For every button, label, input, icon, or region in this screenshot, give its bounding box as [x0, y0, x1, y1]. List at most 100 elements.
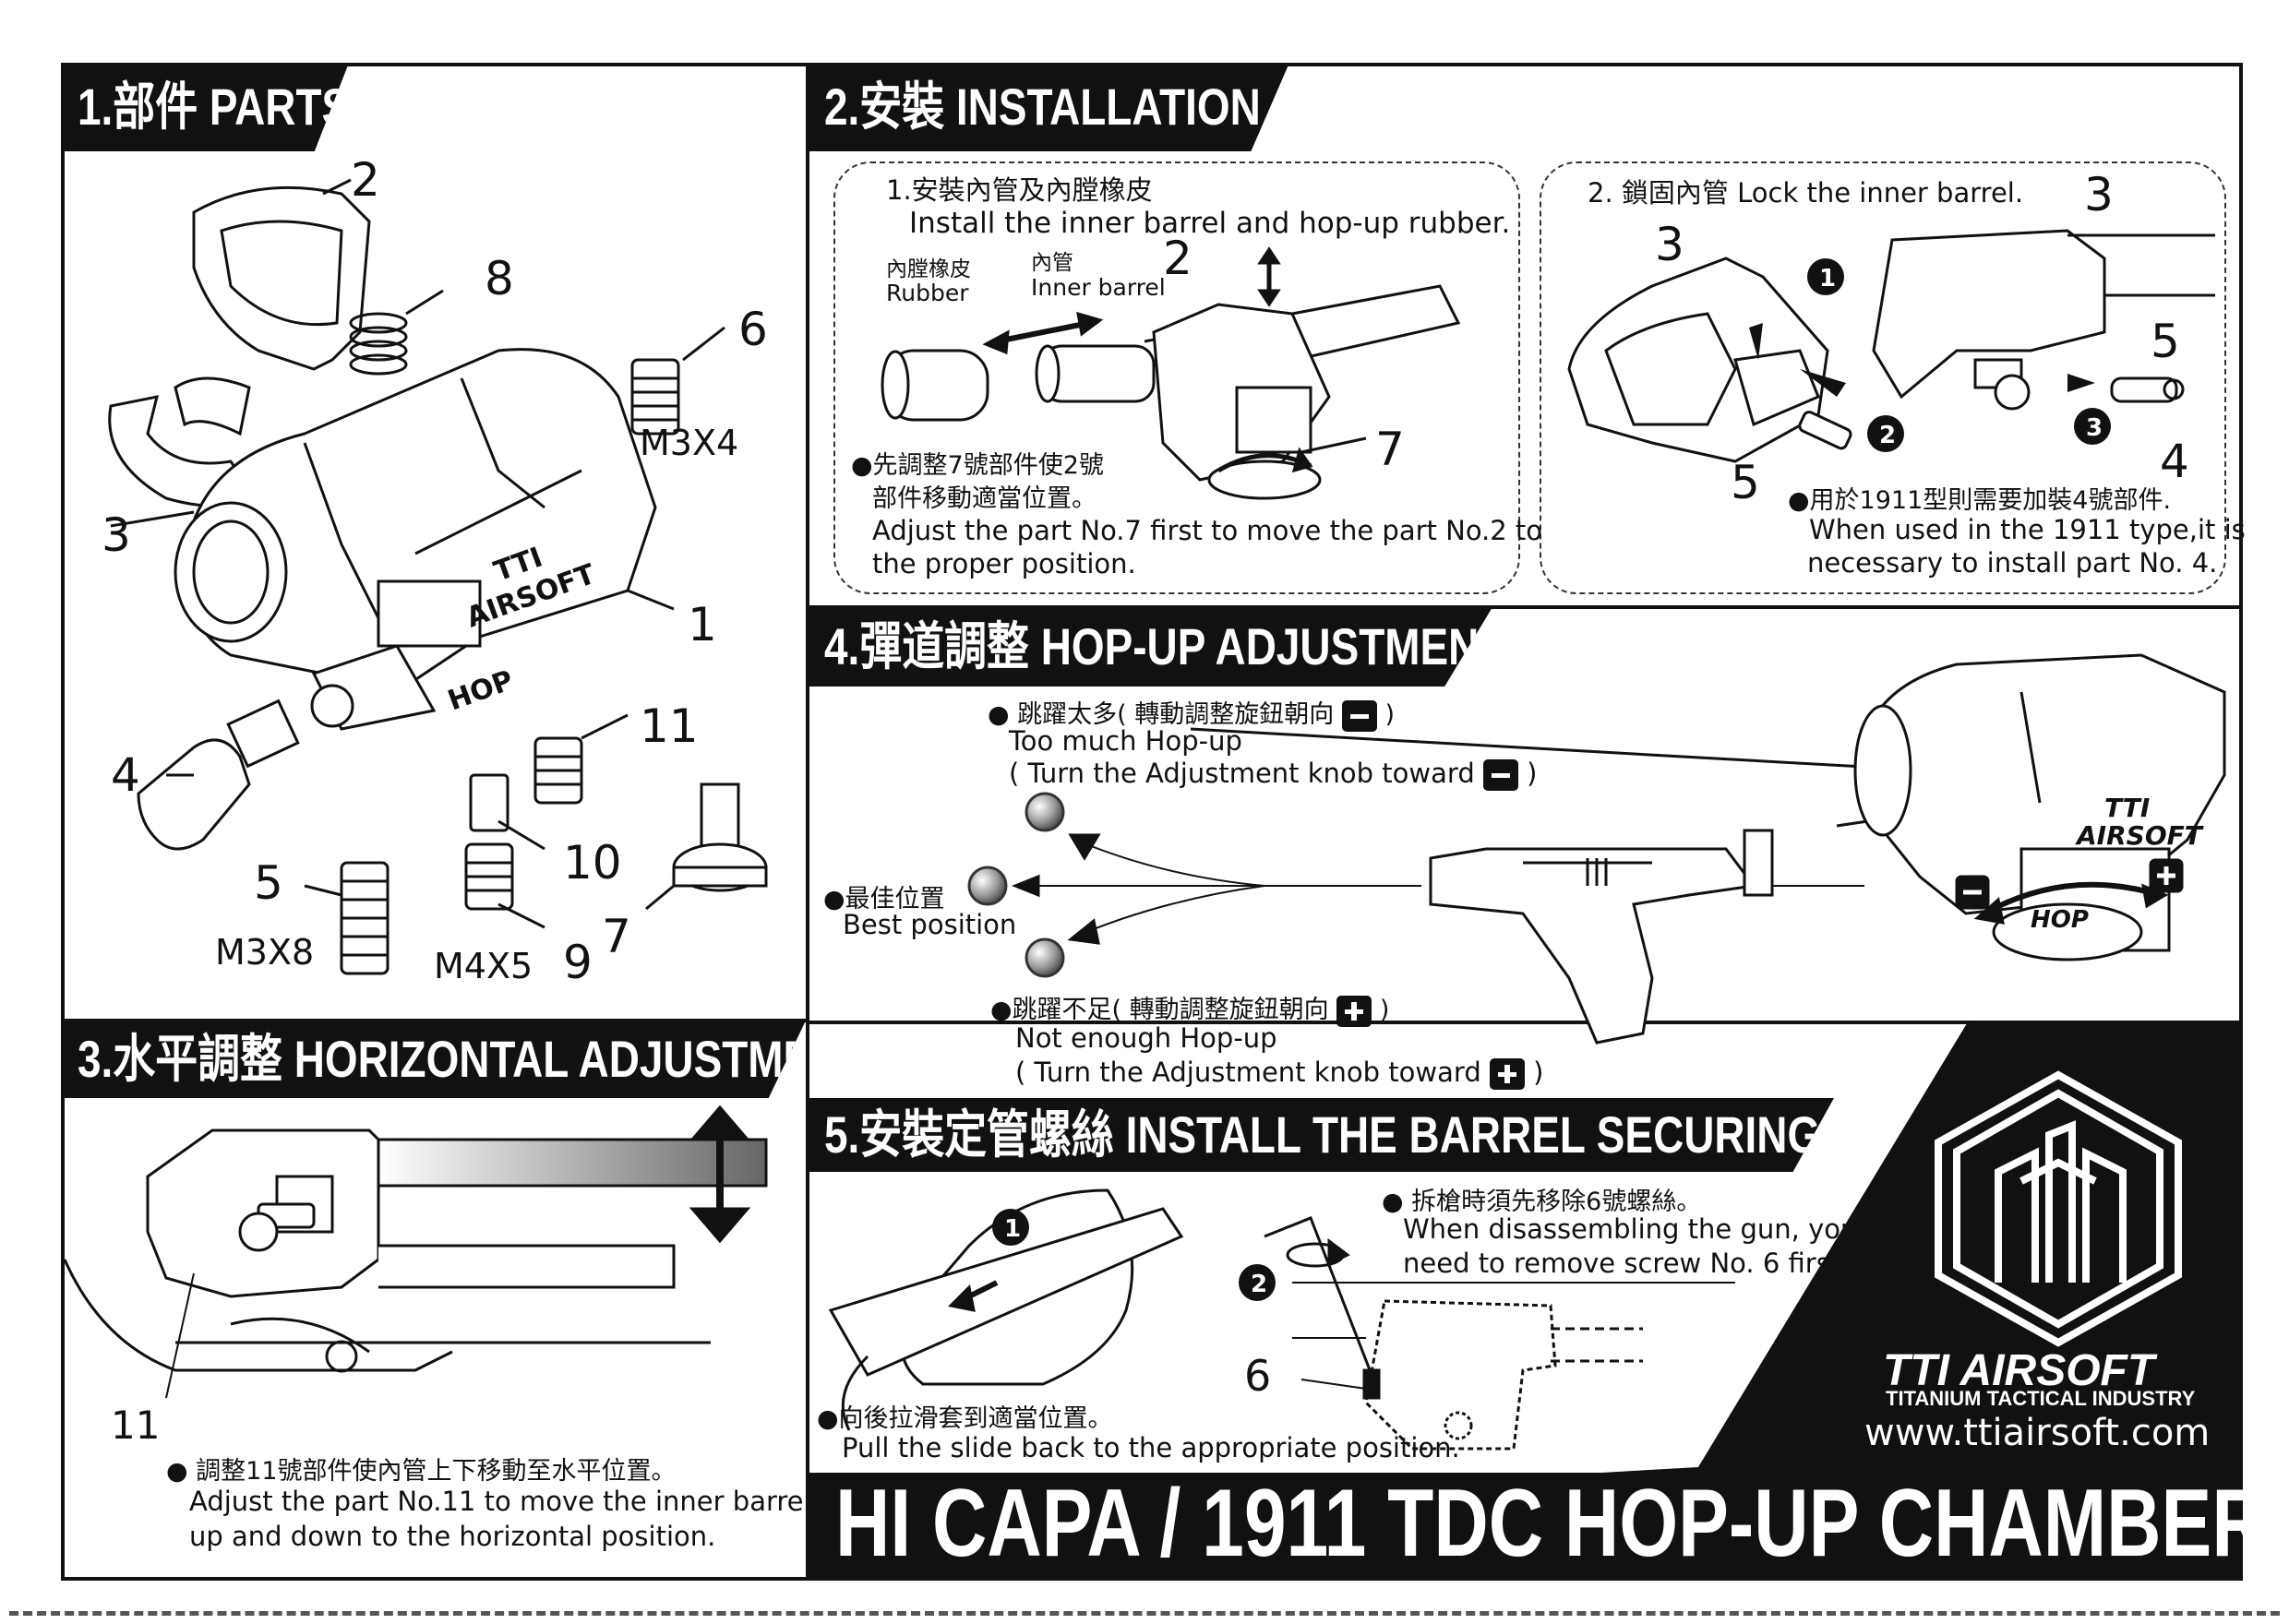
- rubber-label-zh: 內膛橡皮: [886, 257, 971, 281]
- bb-low: [1025, 937, 1065, 978]
- too-much-zh-line: ● 跳躍太多( 轉動調整旋鈕朝向 ): [988, 694, 1395, 732]
- best-position-zh: ●最佳位置: [823, 885, 945, 914]
- step2-title: 2. 鎖固內管 Lock the inner barrel.: [1588, 177, 2024, 209]
- divider-hopup-bottom: [806, 1021, 1969, 1024]
- part-11-screw: [533, 736, 583, 805]
- bb-high: [1025, 792, 1065, 832]
- too-much-turn-end: ): [1527, 758, 1538, 789]
- horizontal-callout-11: 11: [111, 1403, 161, 1448]
- step2-callout-5a: 5: [2151, 315, 2180, 368]
- part-callout-4: 4: [111, 748, 140, 802]
- step1-illustration: [881, 246, 1461, 500]
- step2-callout-5b: 5: [1731, 456, 1760, 509]
- screws-note2-en: Pull the slide back to the appropriate p…: [842, 1432, 1460, 1463]
- divider-install-bottom: [806, 605, 2243, 609]
- not-enough-zh-end: ): [1379, 996, 1390, 1024]
- step-2-badge: [1867, 415, 1904, 452]
- brand-url[interactable]: www.ttiairsoft.com: [1864, 1412, 2211, 1454]
- part-4-pin: [137, 699, 300, 851]
- screws-step-1: 1: [1004, 1215, 1021, 1243]
- minus-icon: [1341, 699, 1377, 732]
- double-arrow: [996, 320, 1090, 344]
- too-much-turn-line: ( Turn the Adjustment knob toward ): [1009, 758, 1538, 791]
- not-enough-turn-end: ): [1533, 1057, 1544, 1088]
- screws-callout-6: 6: [1244, 1351, 1272, 1401]
- part-10-plug: [469, 773, 509, 832]
- install-step2-box: [1540, 161, 2226, 594]
- barrel-label-en: Inner barrel: [1031, 274, 1166, 301]
- rubber-label-en: Rubber: [886, 280, 969, 306]
- parts-title: 1.部件 PARTS: [78, 78, 351, 136]
- step1-callout-2: 2: [1163, 232, 1192, 285]
- part-7-knob: [672, 782, 768, 892]
- hopup-title: 4.彈道調整 HOP-UP ADJUSTMENT: [824, 617, 1505, 675]
- product-title: HI CAPA / 1911 TDC HOP-UP CHAMBER: [835, 1473, 2267, 1574]
- install-step1-box: [833, 161, 1520, 594]
- step2-step-2: 2: [1879, 422, 1896, 449]
- not-enough-turn: ( Turn the Adjustment knob toward: [1015, 1057, 1481, 1088]
- hopup-banner: 4.彈道調整 HOP-UP ADJUSTMENT: [809, 607, 1492, 687]
- part-callout-1: 1: [688, 598, 717, 651]
- hopup-body-text-1: TTI: [2104, 793, 2150, 823]
- too-much-turn: ( Turn the Adjustment knob toward: [1009, 758, 1475, 789]
- step1-note-zh-2: 部件移動適當位置。: [872, 484, 1097, 513]
- part-8-spring: [349, 312, 408, 376]
- chamber-closed: [1872, 229, 2106, 400]
- too-much-zh: ● 跳躍太多( 轉動調整旋鈕朝向: [988, 700, 1335, 729]
- too-much-zh-end: ): [1384, 700, 1395, 729]
- step2-callout-4: 4: [2160, 435, 2189, 488]
- part-callout-3: 3: [102, 508, 131, 562]
- step1-title-en: Install the inner barrel and hop-up rubb…: [909, 207, 1511, 240]
- part-callout-5: 5: [254, 856, 283, 910]
- best-position-en: Best position: [843, 909, 1017, 940]
- brand-tagline: TITANIUM TACTICAL INDUSTRY: [1886, 1387, 2196, 1410]
- part-callout-10: 10: [563, 836, 622, 890]
- label-m3x4: M3X4: [640, 423, 739, 463]
- step1-note-en-1: Adjust the part No.7 first to move the p…: [872, 515, 1543, 546]
- screws-step-2-badge: [1239, 1264, 1276, 1301]
- hopup-body-text-2: AIRSOFT: [2075, 820, 2204, 851]
- part-callout-8: 8: [485, 252, 514, 305]
- screws-note1-en-1: When disassembling the gun, you: [1403, 1213, 1858, 1245]
- horizontal-note-zh: ● 調整11號部件使內管上下移動至水平位置。: [166, 1457, 677, 1486]
- barrel-tube: [378, 1138, 768, 1188]
- screws-note1-en-2: need to remove screw No. 6 first.: [1403, 1248, 1850, 1279]
- horizontal-banner: 3.水平調整 HORIZONTAL ADJUSTMENT: [63, 1021, 806, 1098]
- svg-text:HOP: HOP: [444, 664, 518, 718]
- part-6-screw: [630, 358, 680, 436]
- step-3-badge: [2074, 408, 2111, 445]
- cut-line: [9, 1611, 2280, 1621]
- step-1-badge: [1807, 258, 1844, 295]
- installation-banner: 2.安裝 INSTALLATION: [809, 63, 1289, 151]
- hopup-body-text-3: HOP: [2031, 906, 2089, 934]
- installation-title: 2.安裝 INSTALLATION: [824, 78, 1261, 136]
- part-callout-6: 6: [738, 303, 768, 356]
- part-callout-11: 11: [640, 699, 699, 753]
- step2-callout-3a: 3: [2084, 168, 2114, 221]
- step2-note-en-2: necessary to install part No. 4.: [1807, 547, 2218, 579]
- horizontal-note-en-2: up and down to the horizontal position.: [189, 1521, 716, 1552]
- plus-icon: [1489, 1058, 1525, 1090]
- barrel-label-zh: 內管: [1031, 251, 1073, 275]
- horizontal-note-en-1: Adjust the part No.11 to move the inner …: [189, 1486, 811, 1517]
- screws-note2-zh: ●向後拉滑套到適當位置。: [817, 1404, 1113, 1433]
- step1-note-zh-1: ●先調整7號部件使2號: [851, 451, 1104, 480]
- screws-step-2: 2: [1251, 1271, 1267, 1298]
- label-m4x5: M4X5: [434, 946, 533, 986]
- step1-callout-7: 7: [1375, 423, 1405, 476]
- parts-banner: 1.部件 PARTS: [63, 63, 349, 151]
- step2-callout-3b: 3: [1655, 218, 1684, 271]
- minus-icon: [1482, 759, 1518, 791]
- part-callout-2: 2: [351, 153, 380, 207]
- step2-note-zh: ●用於1911型則需要加裝4號部件.: [1788, 486, 2172, 515]
- brand-logo: [1935, 1070, 2182, 1347]
- bb-best: [967, 866, 1008, 906]
- hopup-illustration: TTI AIRSOFT HOP: [967, 653, 2226, 1045]
- not-enough-en: Not enough Hop-up: [1015, 1022, 1277, 1054]
- step2-step-3: 3: [2086, 414, 2103, 442]
- parts-illustration: TTI AIRSOFT HOP: [108, 178, 768, 975]
- divider-vertical: [806, 63, 809, 1581]
- label-m3x8: M3X8: [215, 932, 315, 973]
- step1-title-zh: 1.安裝內管及內膛橡皮: [886, 174, 1153, 206]
